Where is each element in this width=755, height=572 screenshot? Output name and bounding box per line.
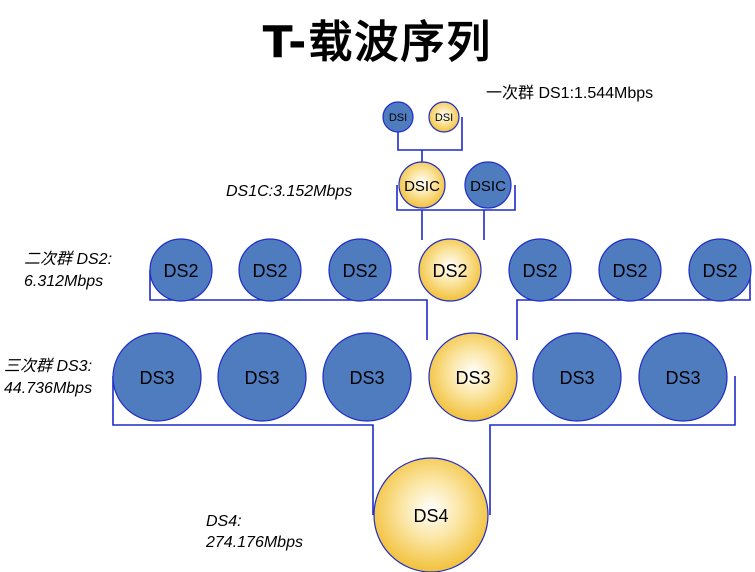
node-ds3-3: DS3 xyxy=(322,332,412,422)
node-dsi-b: DSI xyxy=(428,101,460,133)
node-dsic-b-label: DSIC xyxy=(470,178,506,195)
node-dsic-a: DSIC xyxy=(398,161,446,209)
node-ds3-6: DS3 xyxy=(638,332,728,422)
ds3-row: DS3 DS3 DS3 DS3 DS3 DS3 xyxy=(112,332,728,422)
node-ds2-7-label: DS2 xyxy=(702,261,737,281)
node-dsi-b-label: DSI xyxy=(435,112,453,124)
node-ds2-2-label: DS2 xyxy=(252,261,287,281)
node-ds2-5-label: DS2 xyxy=(522,261,557,281)
node-ds4: DS4 xyxy=(373,457,489,572)
node-ds2-6-label: DS2 xyxy=(612,261,647,281)
node-ds2-7: DS2 xyxy=(688,238,752,302)
node-ds3-1: DS3 xyxy=(112,332,202,422)
label-ds4-line1: DS4: xyxy=(206,513,242,530)
node-dsi-a-label: DSI xyxy=(389,112,407,124)
node-ds2-3-label: DS2 xyxy=(342,261,377,281)
node-ds3-4-label: DS3 xyxy=(455,368,490,388)
node-ds2-3: DS2 xyxy=(328,238,392,302)
connector-dsic-to-ds2 xyxy=(396,185,516,211)
label-ds1c: DS1C:3.152Mbps xyxy=(226,183,353,200)
node-ds3-6-label: DS3 xyxy=(665,368,700,388)
node-ds3-5: DS3 xyxy=(532,332,622,422)
node-ds3-1-label: DS3 xyxy=(139,368,174,388)
node-ds2-1-label: DS2 xyxy=(163,261,198,281)
label-ds3-line2: 44.736Mbps xyxy=(4,380,93,397)
node-ds2-4-label: DS2 xyxy=(432,261,467,281)
node-ds4-label: DS4 xyxy=(413,506,448,526)
label-ds1: 一次群 DS1:1.544Mbps xyxy=(486,85,654,102)
node-ds3-4: DS3 xyxy=(428,332,518,422)
node-dsi-a: DSI xyxy=(382,101,414,133)
node-ds2-6: DS2 xyxy=(598,238,662,302)
node-ds3-2: DS3 xyxy=(217,332,307,422)
node-ds2-1: DS2 xyxy=(149,238,213,302)
node-dsic-a-label: DSIC xyxy=(404,178,440,195)
connector-ds1-to-dsic xyxy=(397,117,463,151)
node-ds2-5: DS2 xyxy=(508,238,572,302)
label-ds2-line1: 二次群 DS2: xyxy=(24,251,113,268)
node-ds3-3-label: DS3 xyxy=(349,368,384,388)
node-ds2-4: DS2 xyxy=(418,238,482,302)
connector-ds3-right xyxy=(489,376,736,515)
node-dsic-b: DSIC xyxy=(464,161,512,209)
connector-ds3-left xyxy=(112,376,374,515)
label-ds4-line2: 274.176Mbps xyxy=(206,534,303,551)
label-ds3-line1: 三次群 DS3: xyxy=(4,358,93,375)
label-ds2-line2: 6.312Mbps xyxy=(24,273,104,290)
slide-title: T-载波序列 xyxy=(262,17,493,68)
connector-ds2-left xyxy=(149,270,428,340)
node-ds3-5-label: DS3 xyxy=(559,368,594,388)
node-ds2-2: DS2 xyxy=(238,238,302,302)
ds2-row: DS2 DS2 DS2 DS2 DS2 DS2 DS2 xyxy=(149,238,752,302)
node-ds3-2-label: DS3 xyxy=(244,368,279,388)
